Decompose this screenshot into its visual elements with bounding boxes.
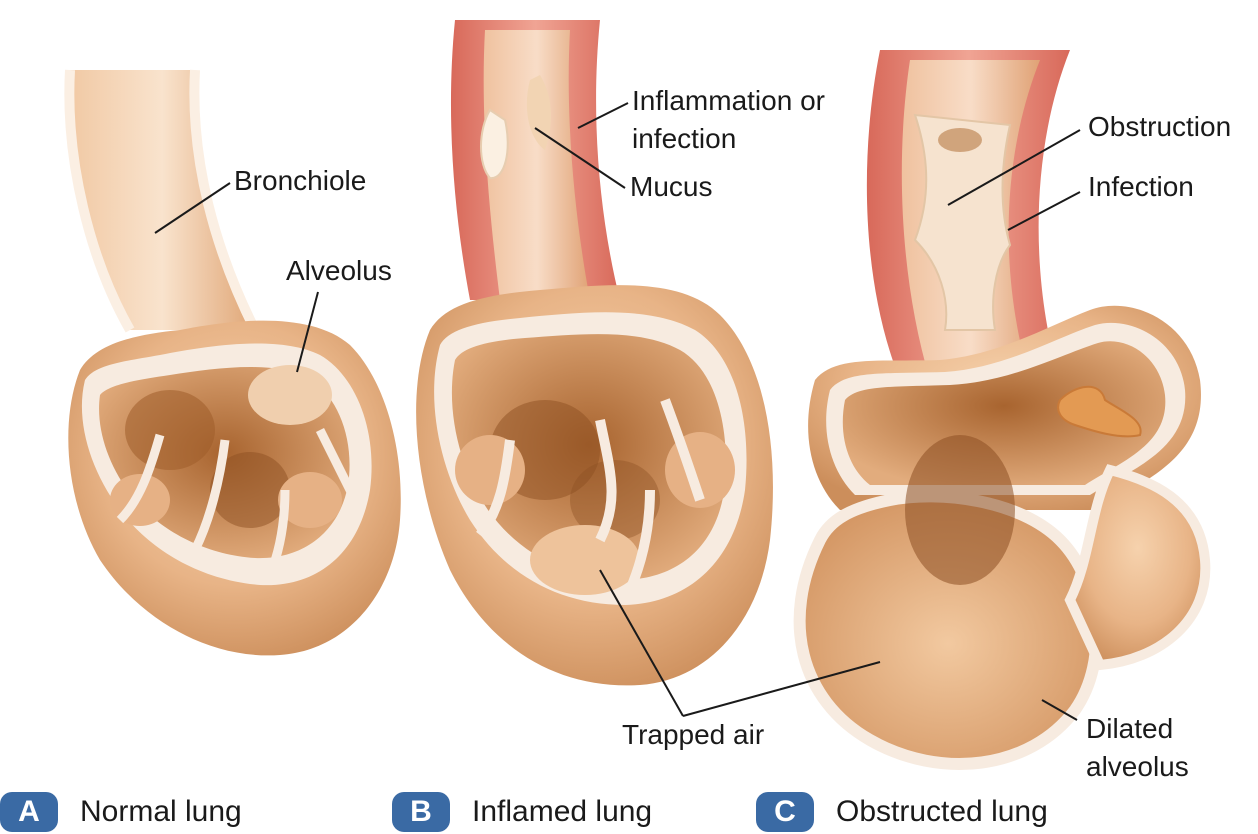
label-dilated-alveolus: Dilated alveolus — [1086, 713, 1189, 782]
leader-lines — [154, 102, 1081, 721]
leader-bronchiole — [154, 182, 231, 234]
trapped-air-pocket — [530, 525, 640, 595]
badge-c: C — [756, 792, 814, 832]
leader-infection — [1007, 191, 1081, 231]
label-alveolus: Alveolus — [286, 255, 392, 286]
inflamed-lung-figure — [416, 20, 773, 686]
bronchiole-tube — [69, 70, 256, 330]
dilated-alveolus — [793, 490, 1103, 770]
caption-c-text: Obstructed lung — [836, 795, 1048, 828]
label-mucus: Mucus — [630, 171, 713, 202]
caption-b-text: Inflamed lung — [472, 795, 653, 828]
infection-deposit — [1057, 385, 1142, 438]
leader-dilated — [1041, 699, 1078, 721]
label-inflammation: Inflammation or infection — [632, 85, 825, 154]
obstruction-plug — [913, 113, 1012, 331]
label-bronchiole: Bronchiole — [234, 165, 367, 196]
obstructed-lung-figure — [793, 50, 1211, 770]
caption-a: A Normal lung — [0, 790, 242, 834]
alveolus-highlight — [248, 365, 332, 425]
label-infection: Infection — [1088, 171, 1194, 202]
label-trapped-air: Trapped air — [622, 719, 765, 750]
badge-b: B — [392, 792, 450, 832]
leader-mucus — [534, 127, 626, 189]
leader-trapped-b — [599, 569, 684, 717]
normal-lung-figure — [64, 69, 401, 656]
leader-alveolus — [296, 291, 319, 373]
caption-c: C Obstructed lung — [756, 790, 1048, 834]
caption-b: B Inflamed lung — [392, 790, 652, 834]
label-obstruction: Obstruction — [1088, 111, 1232, 142]
leader-trapped-c — [682, 661, 881, 717]
caption-a-text: Normal lung — [80, 795, 242, 828]
leader-inflammation — [577, 102, 629, 129]
badge-a: A — [0, 792, 58, 832]
mucus-blob-b — [480, 108, 509, 180]
leader-obstruction — [947, 129, 1081, 206]
